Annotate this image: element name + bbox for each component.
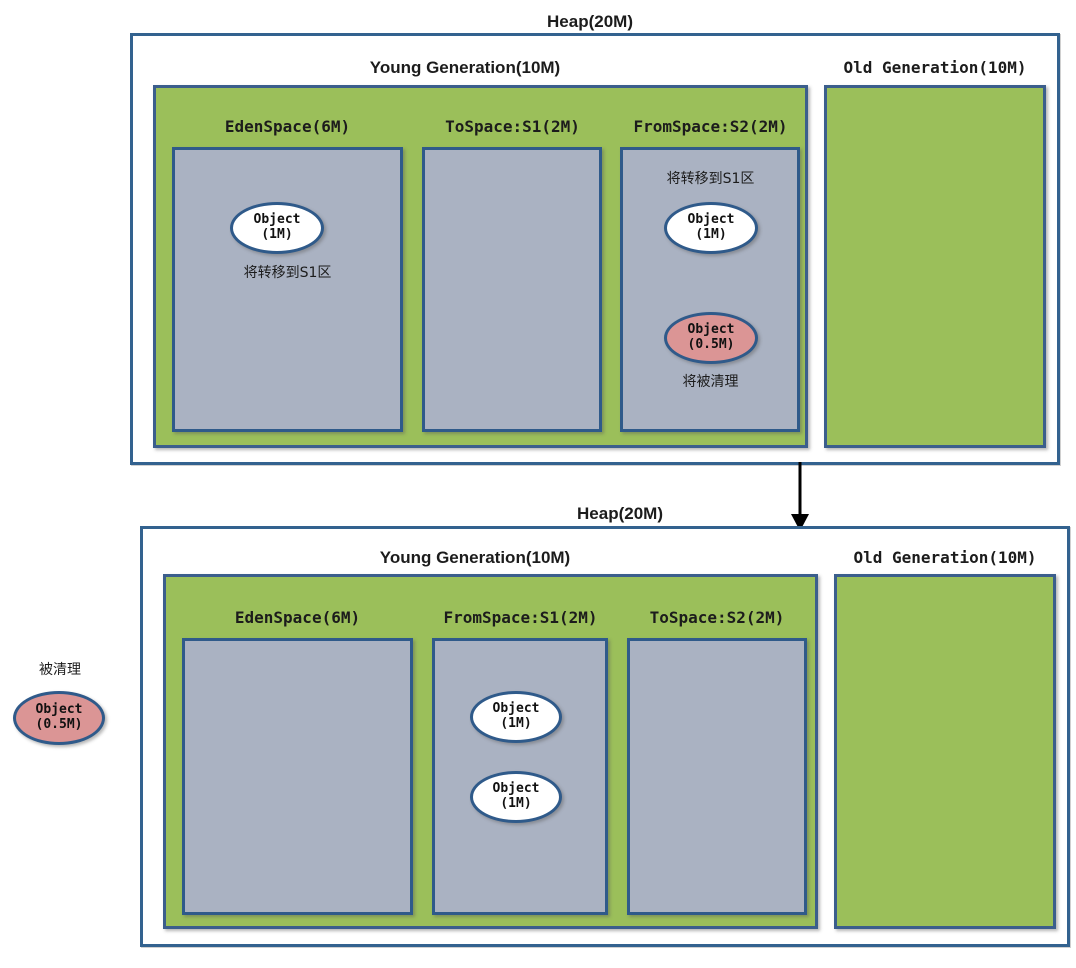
object-size: (1M) xyxy=(500,796,532,811)
object-label: Object xyxy=(687,322,735,338)
old-generation-title-before: Old Generation(10M) xyxy=(843,58,1027,77)
space-box-s2-after xyxy=(627,638,807,915)
object-eden-before: Object (1M) xyxy=(230,202,324,254)
space-title-s2-before: FromSpace:S2(2M) xyxy=(633,117,788,136)
object-note-s2-garbage-before: 将被清理 xyxy=(682,374,739,390)
object-size: (0.5M) xyxy=(687,337,735,352)
object-s2-garbage-before: Object (0.5M) xyxy=(664,312,758,364)
old-generation-box-after xyxy=(834,574,1056,929)
old-generation-box-before xyxy=(824,85,1046,448)
space-box-eden-before xyxy=(172,147,403,432)
young-generation-title-before: Young Generation(10M) xyxy=(369,58,561,77)
space-title-s2-after: ToSpace:S2(2M) xyxy=(649,608,785,627)
object-s1-second-after: Object (1M) xyxy=(470,771,562,823)
gc-flow-arrow xyxy=(791,462,809,531)
space-title-eden-before: EdenSpace(6M) xyxy=(224,117,351,136)
space-title-s1-before: ToSpace:S1(2M) xyxy=(445,117,580,136)
object-label: Object xyxy=(492,701,540,717)
object-note-s2-alive-before: 将转移到S1区 xyxy=(666,171,755,187)
object-label: Object xyxy=(687,212,735,228)
space-box-eden-after xyxy=(182,638,413,915)
object-size: (1M) xyxy=(261,227,293,242)
old-generation-title-after: Old Generation(10M) xyxy=(853,548,1037,567)
space-title-s1-after: FromSpace:S1(2M) xyxy=(443,608,598,627)
space-box-s2-before xyxy=(620,147,800,432)
object-label: Object xyxy=(253,212,301,228)
object-s2-alive-before: Object (1M) xyxy=(664,202,758,254)
object-s1-first-after: Object (1M) xyxy=(470,691,562,743)
object-note-eden-before: 将转移到S1区 xyxy=(243,265,332,281)
object-size: (1M) xyxy=(500,716,532,731)
object-label: Object xyxy=(35,702,83,718)
object-size: (0.5M) xyxy=(35,717,83,732)
space-box-s1-before xyxy=(422,147,602,432)
object-size: (1M) xyxy=(695,227,727,242)
space-title-eden-after: EdenSpace(6M) xyxy=(234,608,361,627)
collected-note: 被清理 xyxy=(39,662,81,678)
object-collected: Object (0.5M) xyxy=(13,691,105,745)
object-label: Object xyxy=(492,781,540,797)
heap-title-after: Heap(20M) xyxy=(577,504,663,523)
young-generation-title-after: Young Generation(10M) xyxy=(379,548,571,567)
heap-title-before: Heap(20M) xyxy=(547,12,633,31)
